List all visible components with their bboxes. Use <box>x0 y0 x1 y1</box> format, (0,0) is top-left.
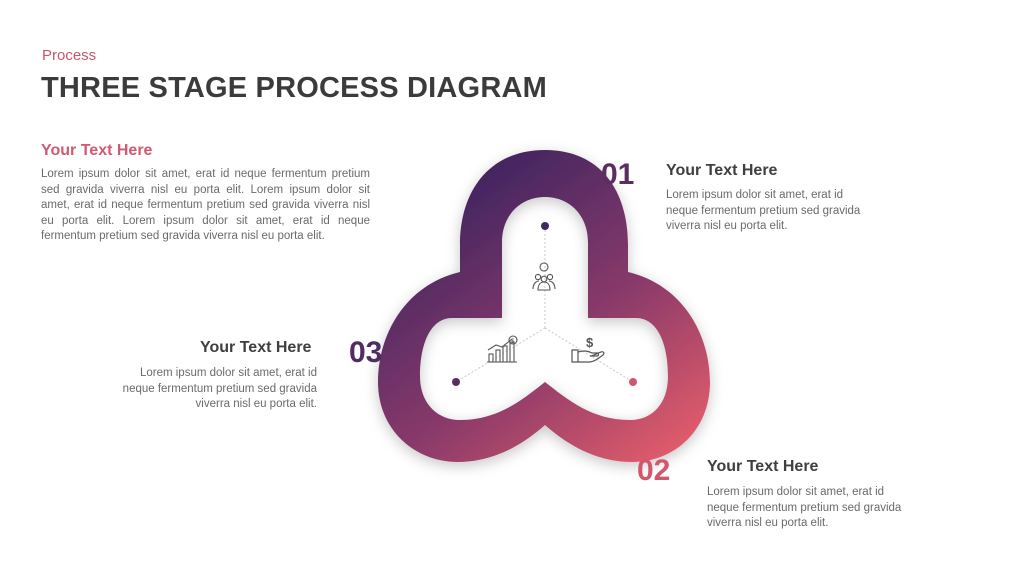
team-icon <box>532 262 556 291</box>
intro-heading: Your Text Here <box>41 142 153 159</box>
stage-1-dot <box>541 222 549 230</box>
stage-1-body: Lorem ipsum dolor sit amet, erat id nequ… <box>666 189 861 232</box>
trefoil-ring <box>378 150 710 462</box>
stage-2-dot <box>629 378 637 386</box>
category-label: Process <box>42 47 97 64</box>
stage-2-heading: Your Text Here <box>707 458 819 475</box>
stage-3-dot <box>452 378 460 386</box>
svg-text:$: $ <box>586 335 594 350</box>
stage-2-number: 02 <box>637 454 671 487</box>
stage-3-heading: Your Text Here <box>200 339 312 356</box>
stage-2-body: Lorem ipsum dolor sit amet, erat id nequ… <box>707 486 902 529</box>
stage-3-body: Lorem ipsum dolor sit amet, erat id nequ… <box>122 367 317 410</box>
growth-chart-icon: $ <box>487 335 518 363</box>
intro-body: Lorem ipsum dolor sit amet, erat id nequ… <box>41 168 370 242</box>
stage-1-heading: Your Text Here <box>666 162 778 179</box>
hand-dollar-icon: $ <box>571 335 605 363</box>
stage-3-number: 03 <box>349 336 383 369</box>
svg-text:$: $ <box>511 339 515 345</box>
stage-1-number: 01 <box>601 158 635 191</box>
page-title: THREE STAGE PROCESS DIAGRAM <box>41 72 547 104</box>
